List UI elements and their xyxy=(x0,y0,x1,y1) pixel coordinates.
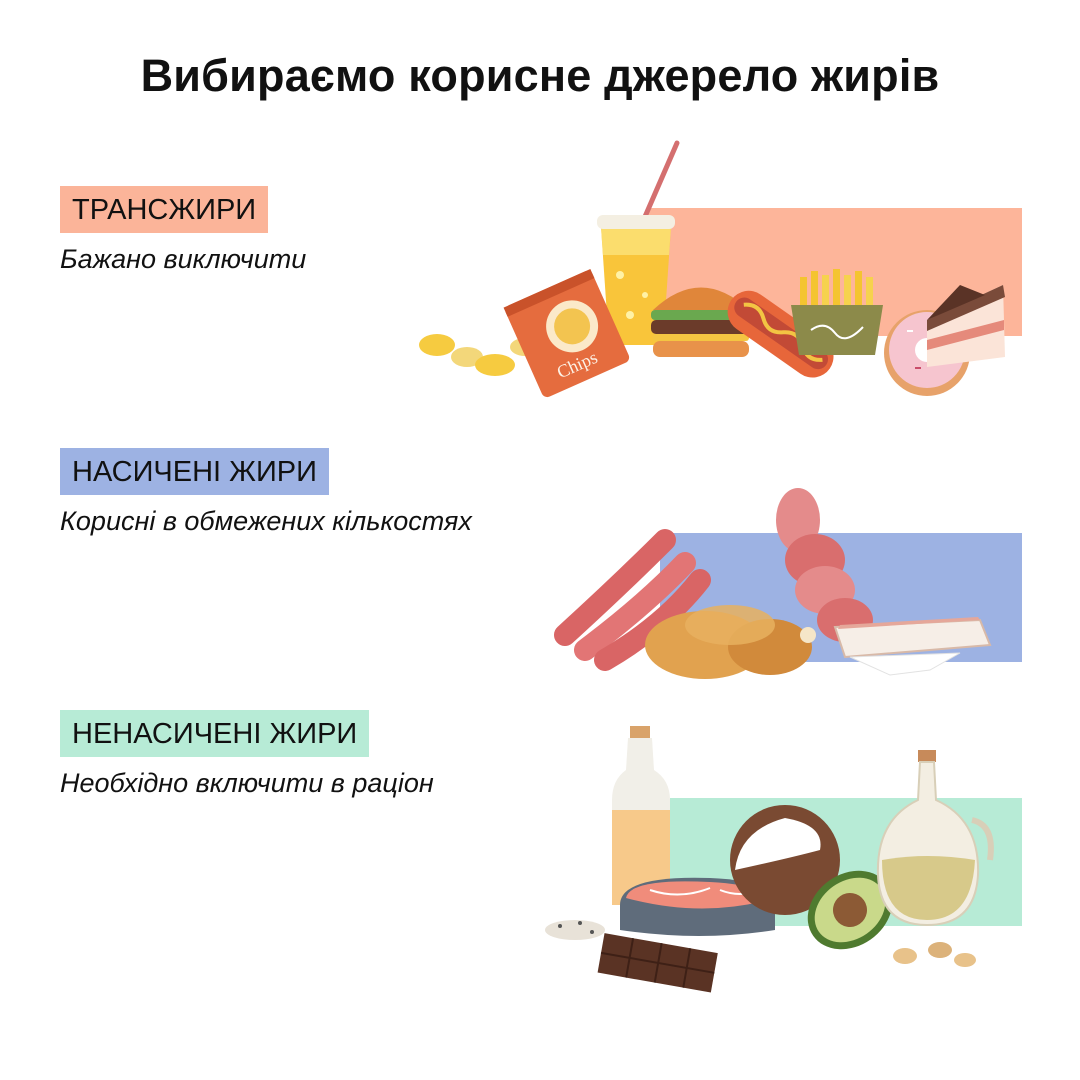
section-trans-fats: ТРАНСЖИРИ Бажано виключити xyxy=(60,186,306,275)
page-title: Вибираємо корисне джерело жирів xyxy=(140,50,940,101)
healthy-fats-illustration xyxy=(545,726,994,993)
tag-trans-fats: ТРАНСЖИРИ xyxy=(60,186,269,233)
tag-unsaturated-fats: НЕНАСИЧЕНІ ЖИРИ xyxy=(60,710,370,757)
meat-illustration xyxy=(554,488,992,679)
tag-saturated-fats: НАСИЧЕНІ ЖИРИ xyxy=(60,448,329,495)
subtitle-trans-fats: Бажано виключити xyxy=(60,244,307,274)
section-unsaturated-fats: НЕНАСИЧЕНІ ЖИРИ Необхідно включити в рац… xyxy=(60,710,434,799)
subtitle-saturated-fats: Корисні в обмежених кількостях xyxy=(60,506,472,536)
fast-food-illustration: Chips xyxy=(419,140,1005,398)
subtitle-unsaturated-fats: Необхідно включити в раціон xyxy=(60,768,434,798)
section-saturated-fats: НАСИЧЕНІ ЖИРИ Корисні в обмежених кілько… xyxy=(60,448,472,537)
